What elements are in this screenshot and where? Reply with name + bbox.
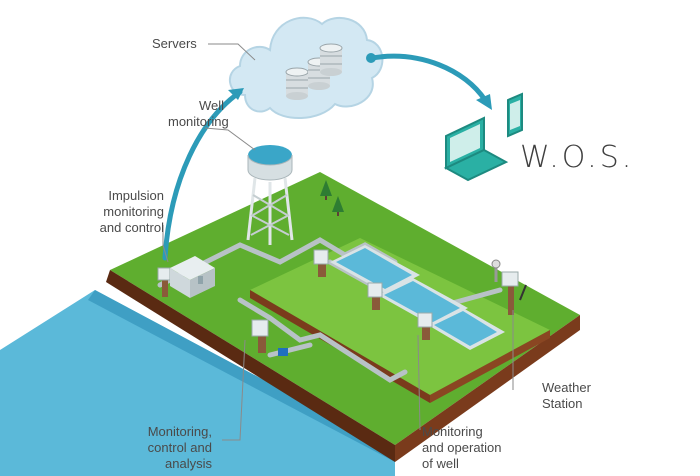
water-tanks xyxy=(330,245,505,350)
label-impulsion-monitoring: Impulsion monitoring and control xyxy=(99,188,164,235)
pump-house-icon xyxy=(170,256,215,298)
sensor-posts xyxy=(157,249,433,356)
tree-icon xyxy=(320,180,344,216)
data-flow-arrows xyxy=(162,53,488,261)
label-monitoring-operation-well: Monitoring and operation of well xyxy=(422,424,502,471)
river xyxy=(0,290,395,476)
arrow-head-up xyxy=(228,88,244,100)
label-well-monitoring: Well monitoring xyxy=(168,98,229,129)
brand-logo: W.O.S. xyxy=(520,140,635,175)
laptop-icon xyxy=(443,116,509,182)
cloud-connector xyxy=(366,53,376,63)
water-tower-icon xyxy=(246,145,294,245)
land-platform xyxy=(106,172,580,462)
label-servers: Servers xyxy=(152,36,197,51)
label-weather-station: Weather Station xyxy=(542,380,591,411)
weather-station-icon xyxy=(491,259,527,315)
database-icon xyxy=(285,43,343,100)
phone-icon xyxy=(507,92,523,138)
label-monitoring-control-analysis: Monitoring, control and analysis xyxy=(147,424,212,471)
leader-lines xyxy=(162,43,514,441)
cloud-icon xyxy=(229,16,384,120)
arrow-head-right xyxy=(476,94,492,110)
